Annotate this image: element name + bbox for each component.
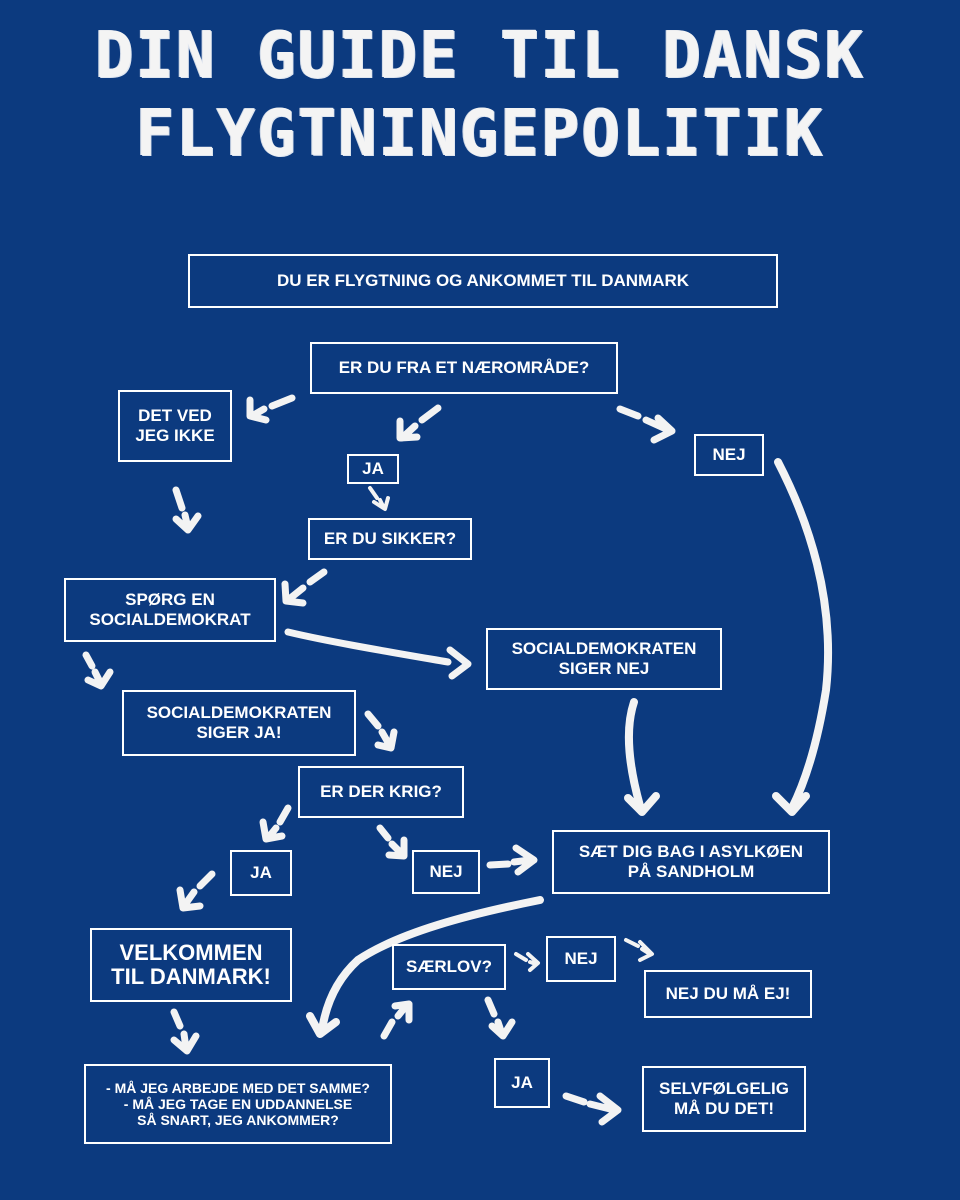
question-er-der-krig: ER DER KRIG? — [298, 766, 464, 818]
step-spoerg-socialdemokrat: SPØRG EN SOCIALDEMOKRAT — [64, 578, 276, 642]
page-title-line-1: DIN GUIDE TIL DANSK — [94, 19, 866, 93]
question-er-du-sikker: ER DU SIKKER? — [308, 518, 472, 560]
arrow-to-ja1 — [396, 404, 442, 442]
result-nej-du-maa-ej: NEJ DU MÅ EJ! — [644, 970, 812, 1018]
arrow-ja2-to-velkommen — [176, 870, 216, 912]
arrow-ja3-to-selvfoelgelig — [562, 1092, 622, 1126]
start-box: DU ER FLYGTNING OG ANKOMMET TIL DANMARK — [188, 254, 778, 308]
arrow-nej3-to-nej-du-maa — [624, 938, 654, 962]
arrow-sd-nej-to-asylkoe — [624, 698, 660, 816]
arrow-saerlov-to-nej3 — [514, 952, 540, 972]
arrow-nej2-to-asylkoe — [486, 844, 538, 876]
arrow-spoergsmaal-to-saerlov — [380, 1000, 413, 1040]
arrow-spoerg-to-sd-ja — [82, 651, 114, 690]
arrow-nej1-to-asylkoe — [772, 458, 833, 816]
answer-ja-krig: JA — [230, 850, 292, 896]
arrow-sikker-to-spoerg — [281, 568, 328, 607]
arrow-ved-ikke-down — [172, 486, 202, 534]
answer-ved-ikke: DET VED JEG IKKE — [118, 390, 232, 462]
answer-nej-naeromraade: NEJ — [694, 434, 764, 476]
arrow-velkommen-to-spoergsmaal — [170, 1008, 200, 1055]
arrow-saerlov-to-ja3 — [484, 996, 516, 1040]
question-naeromraade: ER DU FRA ET NÆROMRÅDE? — [310, 342, 618, 394]
arrow-krig-to-nej2 — [376, 824, 408, 860]
page-title-line-2: FLYGTNINGEPOLITIK — [135, 97, 825, 171]
arrow-spoerg-to-sd-nej — [284, 628, 472, 680]
arrow-to-ved-ikke — [246, 394, 296, 424]
step-asylkoe-sandholm: SÆT DIG BAG I ASYLKØEN PÅ SANDHOLM — [552, 830, 830, 894]
answer-socialdemokraten-siger-nej: SOCIALDEMOKRATEN SIGER NEJ — [486, 628, 722, 690]
questions-arbejde-uddannelse: - MÅ JEG ARBEJDE MED DET SAMME? - MÅ JEG… — [84, 1064, 392, 1144]
arrow-asylkoe-to-spoergsmaal — [306, 896, 544, 1038]
arrow-krig-to-ja2 — [259, 804, 292, 843]
answer-ja-naeromraade: JA — [347, 454, 399, 484]
question-saerlov: SÆRLOV? — [392, 944, 506, 990]
result-velkommen-til-danmark: VELKOMMEN TIL DANMARK! — [90, 928, 292, 1002]
result-selvfoelgelig: SELVFØLGELIG MÅ DU DET! — [642, 1066, 806, 1132]
arrow-sd-ja-to-krig — [364, 710, 398, 752]
arrow-to-nej1 — [616, 405, 676, 444]
answer-nej-krig: NEJ — [412, 850, 480, 894]
arrow-ja1-to-sikker — [368, 486, 390, 511]
answer-nej-saerlov: NEJ — [546, 936, 616, 982]
answer-socialdemokraten-siger-ja: SOCIALDEMOKRATEN SIGER JA! — [122, 690, 356, 756]
answer-ja-saerlov: JA — [494, 1058, 550, 1108]
